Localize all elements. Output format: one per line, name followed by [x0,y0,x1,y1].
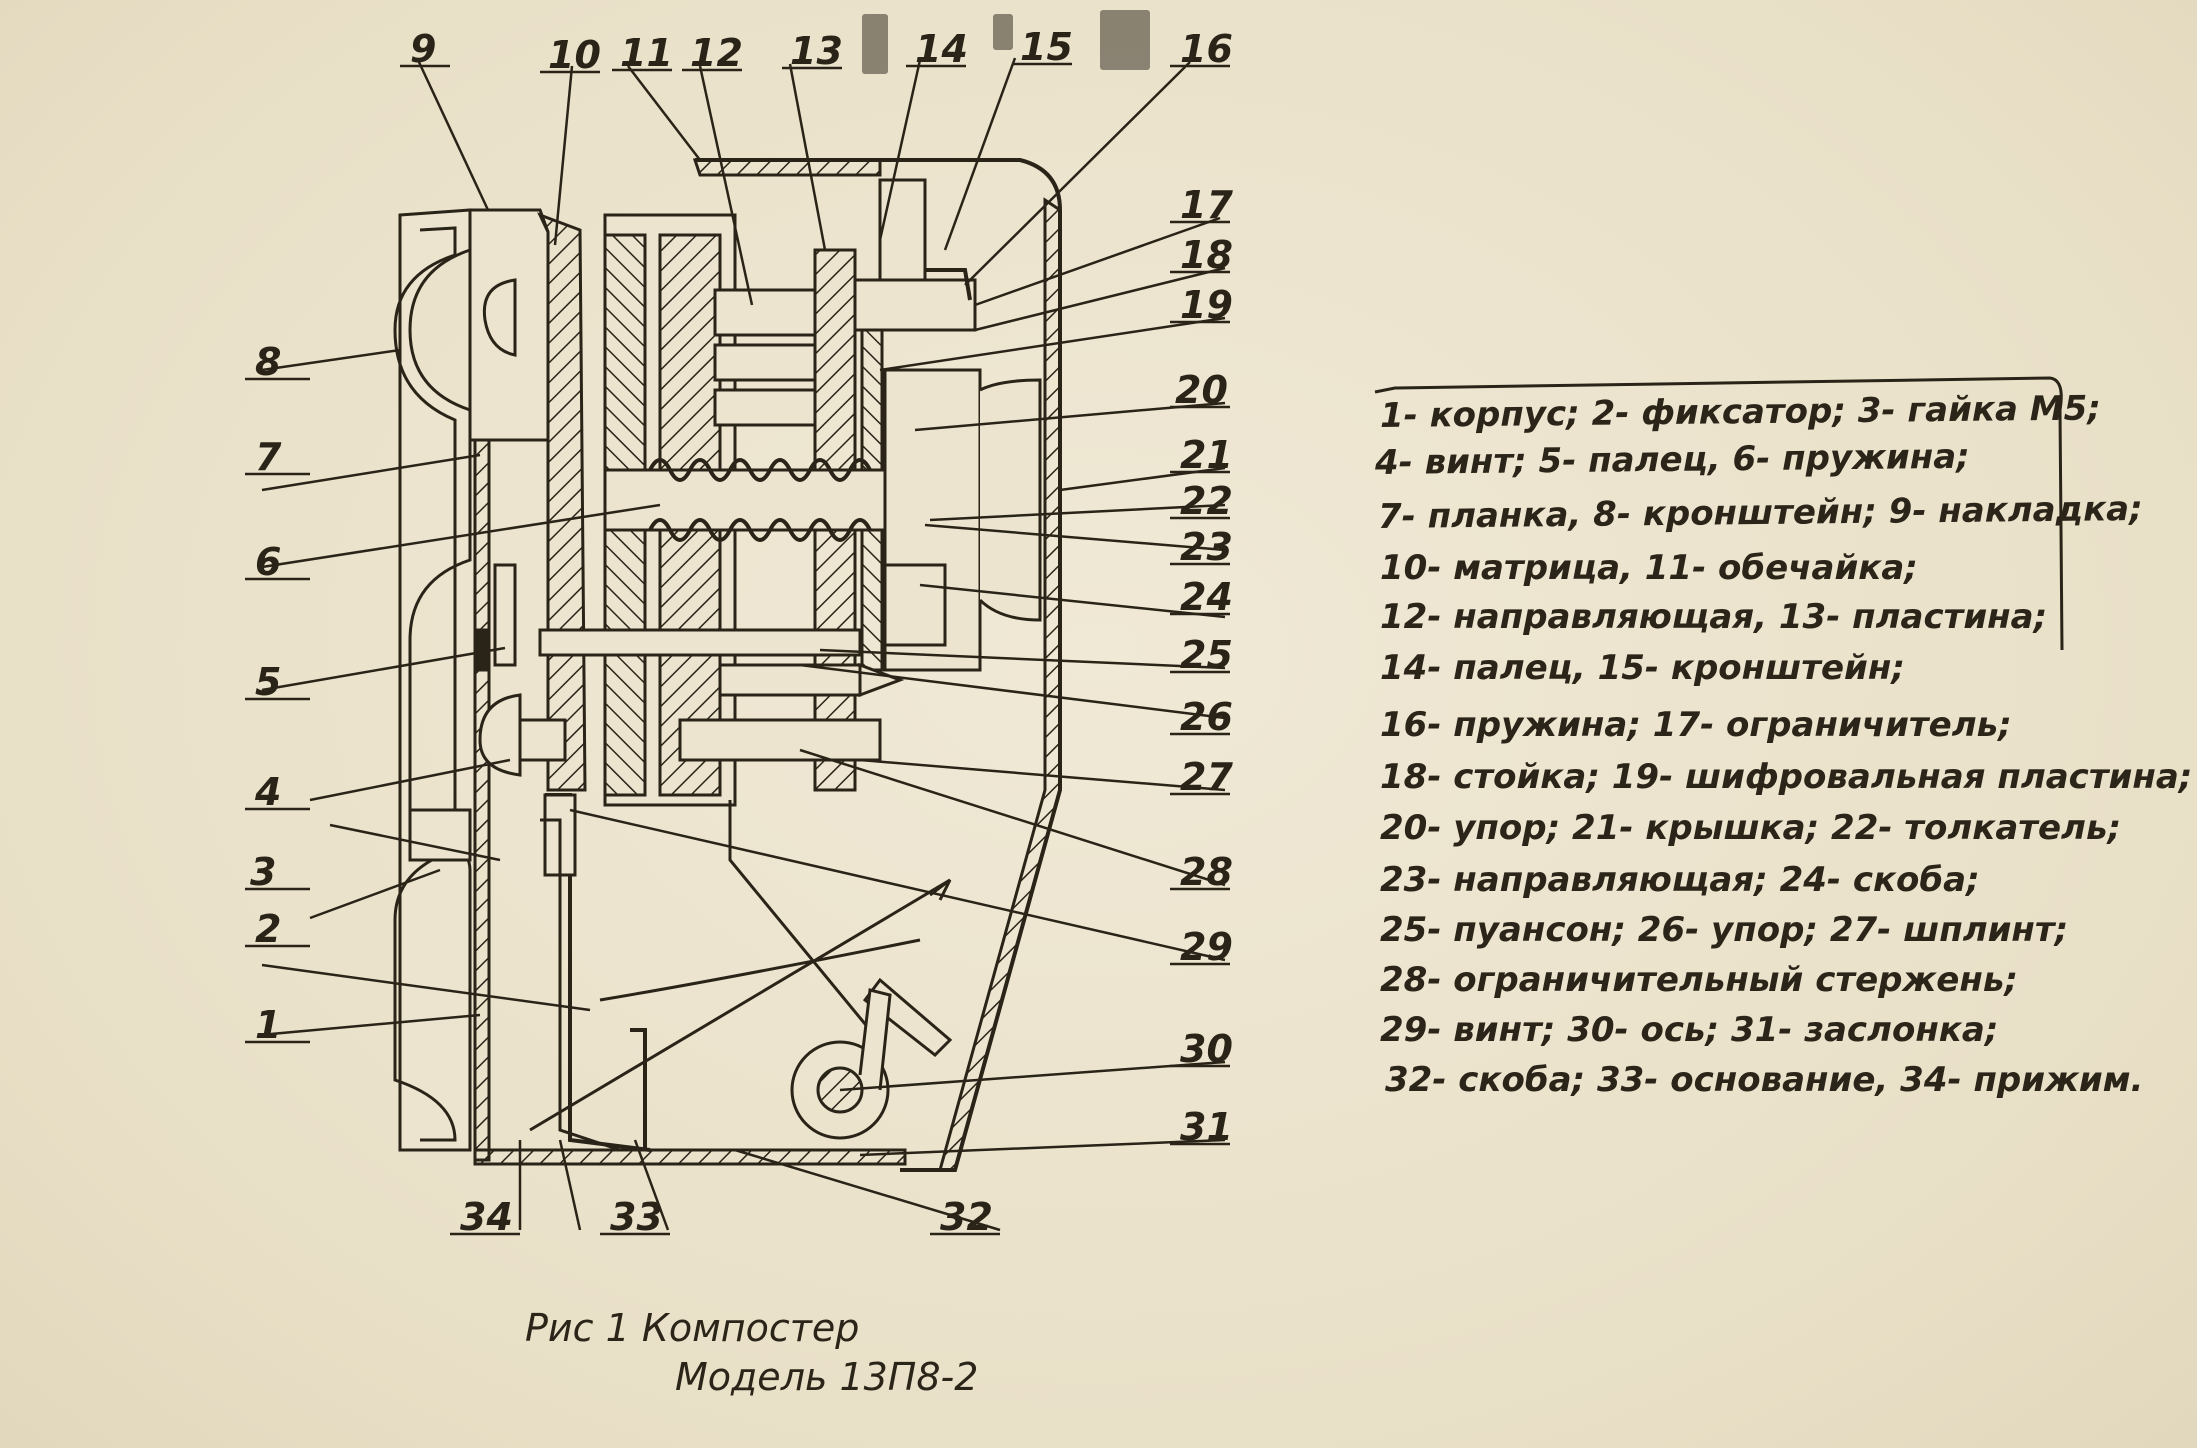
callout-18: 18 [1180,233,1233,277]
bracket-15 [925,268,972,301]
callout-26: 26 [1180,695,1233,739]
screw-4-dome [478,693,522,777]
callout-1: 1 [255,1003,281,1047]
limit-line [728,800,872,1031]
cover-cam-21 [978,378,1042,622]
callout-15: 15 [1020,25,1073,69]
bracket-24 [883,563,947,647]
axis-30-arm [858,988,892,1091]
callout-24: 24 [1180,575,1233,619]
body-wall-1 [473,438,491,1162]
bracket-8-inner [393,226,457,1142]
callout-11: 11 [620,31,673,75]
legend-bracket [1374,376,2064,651]
legend-line: 12- направляющая, 13- пластина; [1380,597,2048,637]
legend-line: 14- палец, 15- кронштейн; [1380,648,1905,688]
callout-6: 6 [255,540,281,584]
callout-34: 34 [460,1195,513,1239]
lever [529,878,951,1132]
callout-9: 9 [410,27,436,71]
spring-6 [648,458,872,542]
legend-line: 29- винт; 30- ось; 31- заслонка; [1380,1010,1999,1050]
pin-row-2 [713,343,817,382]
pin-row-3 [713,388,817,427]
callout-29: 29 [1180,925,1233,969]
leader-lines [259,57,1226,1232]
callout-20: 20 [1175,368,1228,412]
callout-21: 21 [1180,433,1233,477]
callout-25: 25 [1180,633,1233,677]
legend-line: 23- направляющая; 24- скоба; [1380,860,1980,900]
bracket-8 [398,208,472,1152]
legend-line: 20- упор; 21- крышка; 22- толкатель; [1380,808,2122,848]
legend-line: 10- матрица, 11- обечайка; [1380,548,1918,588]
callout-13: 13 [790,29,843,73]
axis-30-outer [790,1040,890,1140]
callout-4: 4 [254,770,281,814]
callout-33: 33 [610,1195,663,1239]
callout-30: 30 [1180,1027,1233,1071]
callout-17: 17 [1180,183,1233,227]
pin-row-1 [713,288,817,337]
cover-21-hatch [938,197,1062,1172]
pin-14 [878,178,927,282]
legend-line: 16- пружина; 17- ограничитель; [1380,705,2012,745]
callout-2: 2 [255,907,281,951]
callout-16: 16 [1180,27,1233,71]
bracket-32 [630,1028,647,1150]
callout-32: 32 [940,1195,993,1239]
scan-smudge [862,14,888,74]
legend-line: 1- корпус; 2- фиксатор; 3- гайка М5; [1379,388,2102,436]
clamp-34 [540,818,621,1152]
shutter-31 [599,938,921,1002]
figure-caption-line2: Модель 13П8-2 [675,1355,979,1399]
callout-22: 22 [1180,479,1233,523]
callout-3: 3 [250,850,276,894]
shell-11-top [692,158,882,177]
legend-line: 32- скоба; 33- основание, 34- прижим. [1385,1060,2144,1100]
rivet-head [482,278,517,357]
punch-25 [538,628,862,657]
legend-line: 7- планка, 8- кронштейн; 9- накладка; [1377,488,2143,537]
callout-12: 12 [690,31,743,75]
legend-line: 18- стойка; 19- шифровальная пластина; [1380,757,2193,797]
callout-31: 31 [1180,1105,1233,1149]
stand-18 [853,278,977,332]
callout-numbers: 1 2 3 4 5 6 7 8 9 10 11 12 13 14 15 16 1… [250,25,1233,1239]
callout-14: 14 [915,27,968,71]
callout-10: 10 [548,33,601,77]
body-base-33 [473,1148,907,1166]
matrix-10 [537,212,587,792]
legend-line: 4- винт; 5- палец, 6- пружина; [1374,436,1971,483]
scan-smudge [993,14,1013,50]
finger-5 [493,563,517,667]
legend-line: 25- пуансон; 26- упор; 27- шплинт; [1380,910,2069,950]
figure-caption-line1: Рис 1 Компостер [525,1306,860,1350]
limit-rod-28 [678,718,882,762]
callout-27: 27 [1180,755,1233,799]
callout-7: 7 [255,435,282,479]
legend-line: 28- ограничительный стержень; [1380,960,2018,1000]
callout-5: 5 [255,660,281,704]
mechanism-section [393,158,1062,1172]
callout-8: 8 [255,340,281,384]
callout-28: 28 [1180,850,1233,894]
lever-end [929,878,952,901]
callout-23: 23 [1180,525,1233,569]
callout-underlines [245,62,1230,1236]
scan-smudge [1100,10,1150,70]
callout-19: 19 [1180,283,1233,327]
